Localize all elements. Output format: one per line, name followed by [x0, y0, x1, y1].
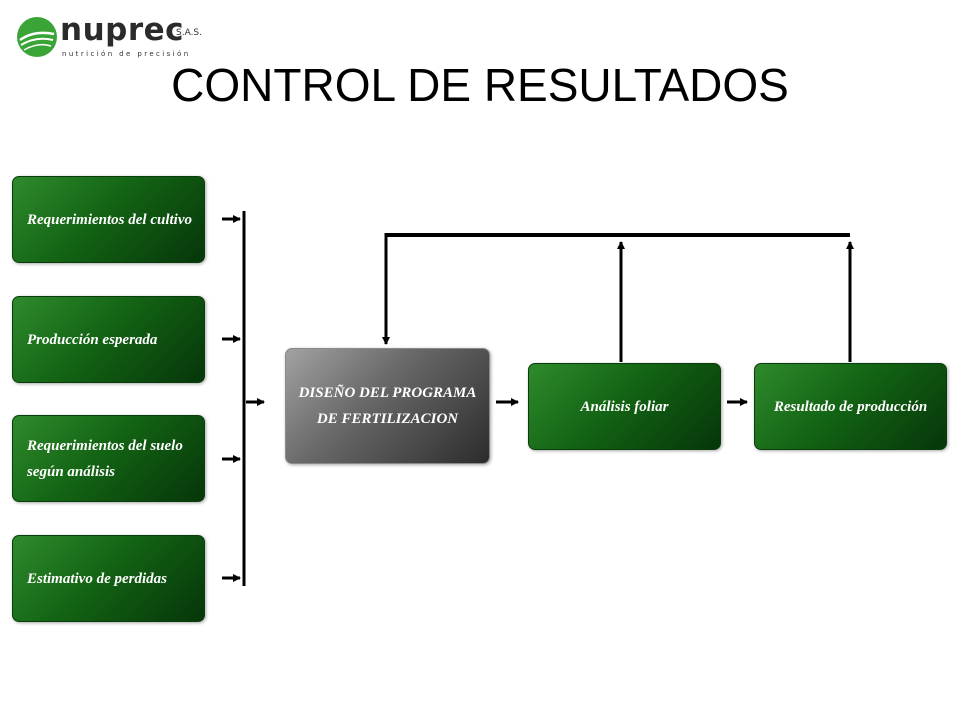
program-design-box: DISEÑO DEL PROGRAMA DE FERTILIZACION: [285, 348, 490, 464]
page-title: CONTROL DE RESULTADOS: [171, 59, 789, 111]
input-box-expected-production: Producción esperada: [12, 296, 205, 383]
input-box-soil-requirements: Requerimientos del suelo según análisis: [12, 415, 205, 502]
logo-suffix: S.A.S.: [176, 28, 203, 38]
logo-tagline: nutrición de precisión: [62, 50, 191, 58]
input-label: Requerimientos del cultivo: [27, 211, 192, 228]
program-label: DISEÑO DEL PROGRAMA DE FERTILIZACION: [298, 385, 477, 427]
nuprec-logo: nuprec S.A.S. nutrición de precisión: [16, 12, 216, 62]
input-box-crop-requirements: Requerimientos del cultivo: [12, 176, 205, 263]
input-box-loss-estimate: Estimativo de perdidas: [12, 535, 205, 622]
analysis-label: Análisis foliar: [580, 398, 669, 415]
input-label: Requerimientos del suelo según análisis: [27, 437, 183, 480]
input-label: Producción esperada: [27, 331, 158, 348]
leaf-logo-icon: [17, 17, 57, 57]
result-label: Resultado de producción: [773, 398, 928, 415]
logo-wordmark: nuprec: [60, 12, 185, 48]
input-label: Estimativo de perdidas: [27, 570, 167, 587]
production-result-box: Resultado de producción: [754, 363, 947, 450]
foliar-analysis-box: Análisis foliar: [528, 363, 721, 450]
